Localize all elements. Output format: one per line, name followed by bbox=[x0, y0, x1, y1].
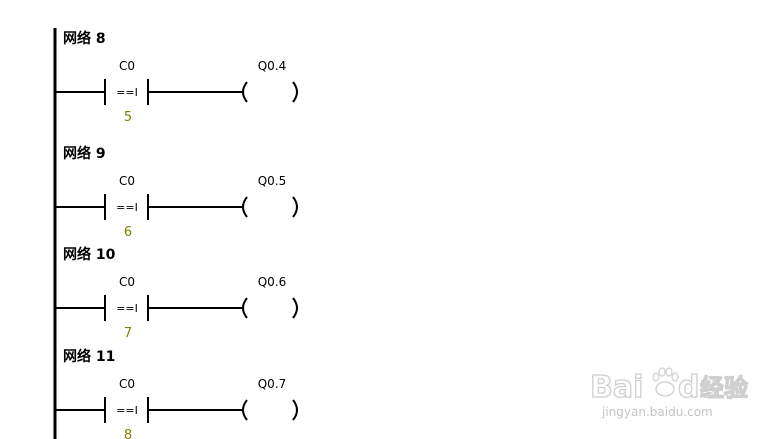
compare-operator: ==I bbox=[116, 86, 138, 99]
compare-value: 6 bbox=[124, 225, 132, 240]
coil-left-paren bbox=[242, 196, 248, 218]
compare-operator: ==I bbox=[116, 302, 138, 315]
coil-left-paren bbox=[242, 81, 248, 103]
network-title: 网络 11 bbox=[63, 348, 115, 365]
coil-right-paren bbox=[292, 399, 298, 421]
network[interactable]: 网络 11 C0 ==I 8 Q0.7 bbox=[55, 348, 298, 439]
coil-right-paren bbox=[292, 196, 298, 218]
contact-operand: C0 bbox=[119, 275, 135, 289]
contact-operand: C0 bbox=[119, 59, 135, 73]
watermark-url: jingyan.baidu.com bbox=[601, 405, 713, 419]
watermark: Bai du 经验 jingyan.baidu.com bbox=[589, 367, 749, 419]
network[interactable]: 网络 8 C0 ==I 5 Q0.4 bbox=[55, 30, 298, 125]
coil-right-paren bbox=[292, 297, 298, 319]
watermark-logo-text-end: du bbox=[678, 370, 721, 405]
coil-left-paren bbox=[242, 297, 248, 319]
coil-address: Q0.5 bbox=[258, 174, 287, 188]
compare-value: 7 bbox=[124, 326, 132, 341]
network[interactable]: 网络 9 C0 ==I 6 Q0.5 bbox=[55, 145, 298, 240]
coil-address: Q0.7 bbox=[258, 377, 287, 391]
coil-address: Q0.4 bbox=[258, 59, 287, 73]
watermark-name: 经验 bbox=[700, 374, 748, 402]
compare-operator: ==I bbox=[116, 404, 138, 417]
coil-left-paren bbox=[242, 399, 248, 421]
coil-right-paren bbox=[292, 81, 298, 103]
compare-value: 8 bbox=[124, 428, 132, 439]
compare-operator: ==I bbox=[116, 201, 138, 214]
contact-operand: C0 bbox=[119, 174, 135, 188]
watermark-logo-text: Bai bbox=[590, 370, 643, 405]
compare-value: 5 bbox=[124, 110, 132, 125]
network-title: 网络 8 bbox=[63, 30, 106, 47]
contact-operand: C0 bbox=[119, 377, 135, 391]
paw-icon bbox=[652, 367, 679, 397]
coil-address: Q0.6 bbox=[258, 275, 287, 289]
network-title: 网络 9 bbox=[63, 145, 106, 162]
network-title: 网络 10 bbox=[63, 246, 116, 263]
